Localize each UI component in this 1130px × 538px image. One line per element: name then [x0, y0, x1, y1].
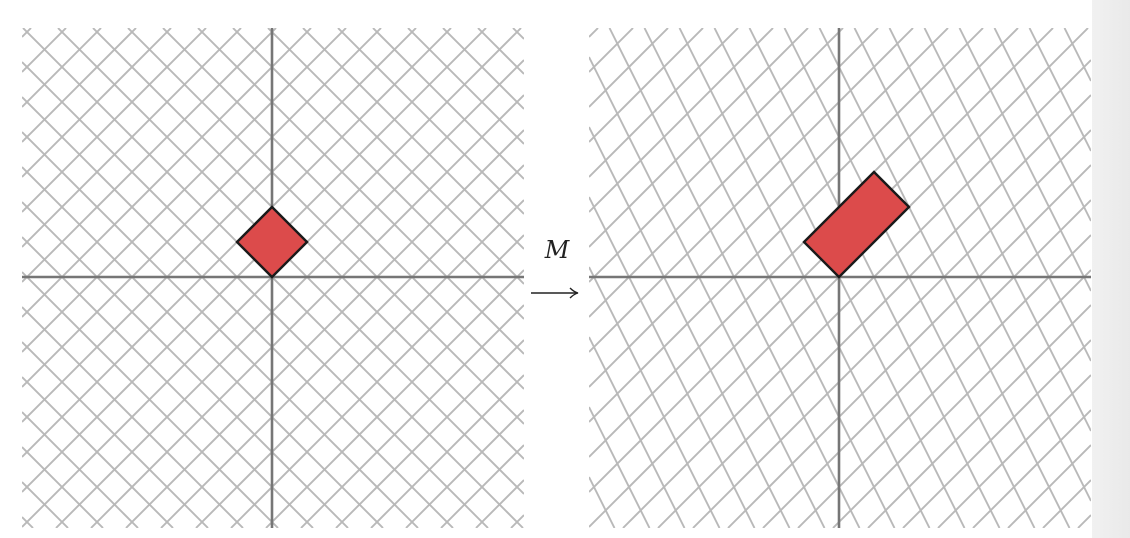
grid-line — [923, 28, 1091, 362]
grid-line — [22, 131, 419, 528]
grid-line — [22, 411, 139, 528]
grid-line — [589, 28, 739, 178]
scrollbar-track[interactable] — [1092, 0, 1130, 538]
grid-line — [477, 28, 524, 75]
grid-line — [267, 28, 524, 285]
grid-line — [1077, 514, 1091, 528]
grid-line — [832, 269, 1091, 528]
grid-line — [22, 306, 244, 528]
grid-line — [589, 28, 634, 73]
grid-line — [127, 28, 524, 425]
grid-line — [589, 196, 756, 528]
grid-line — [589, 28, 774, 213]
transformation-label: M — [544, 236, 570, 264]
grid-line — [512, 28, 524, 40]
transformed-grid-diagram — [589, 28, 1091, 528]
highlighted-shape — [802, 170, 911, 279]
grid-line — [589, 28, 599, 38]
grid-line — [22, 516, 34, 528]
grid-line — [22, 271, 279, 528]
highlighted-shape — [235, 205, 309, 279]
grid-line — [197, 28, 524, 355]
grid-line — [972, 409, 1091, 528]
right-arrow-icon — [531, 287, 579, 299]
grid-line — [589, 126, 791, 528]
grid-line — [1028, 28, 1091, 152]
grid-line — [22, 201, 349, 528]
grid-line — [589, 28, 914, 353]
grid-line — [22, 166, 384, 528]
grid-line — [589, 28, 984, 423]
grid-line — [937, 374, 1091, 528]
transformed-grid-panel — [589, 28, 1091, 528]
grid-line — [372, 28, 524, 180]
grid-line — [589, 266, 721, 528]
grid-line — [622, 59, 1091, 528]
grid-line — [57, 28, 524, 495]
grid-line — [22, 61, 489, 528]
grid-line — [589, 56, 826, 528]
original-grid-panel — [22, 28, 524, 528]
grid-line — [589, 28, 844, 283]
grid-line — [232, 28, 524, 320]
grid-line — [762, 199, 1091, 528]
grid-line — [22, 96, 454, 528]
grid-line — [853, 28, 1091, 502]
grid-line — [22, 376, 174, 528]
grid-line — [1063, 28, 1091, 82]
grid-line — [902, 339, 1091, 528]
grid-line — [442, 28, 524, 110]
grid-line — [22, 236, 314, 528]
grid-line — [22, 341, 209, 528]
grid-line — [407, 28, 524, 145]
grid-line — [589, 476, 616, 528]
grid-line — [1042, 479, 1091, 528]
grid-line — [589, 336, 686, 528]
grid-line — [302, 28, 524, 250]
grid-line — [589, 406, 651, 528]
grid-line — [92, 28, 524, 460]
grid-line — [692, 129, 1091, 528]
grid-line — [589, 28, 879, 318]
grid-line — [797, 234, 1091, 528]
grid-line — [888, 28, 1091, 432]
grid-line — [993, 28, 1091, 222]
grid-line — [22, 481, 69, 528]
grid-line — [589, 28, 704, 143]
grid-line — [162, 28, 524, 390]
grid-line — [337, 28, 524, 215]
original-grid-diagram — [22, 28, 524, 528]
grid-line — [657, 94, 1091, 528]
grid-line — [22, 446, 104, 528]
grid-line — [958, 28, 1091, 292]
